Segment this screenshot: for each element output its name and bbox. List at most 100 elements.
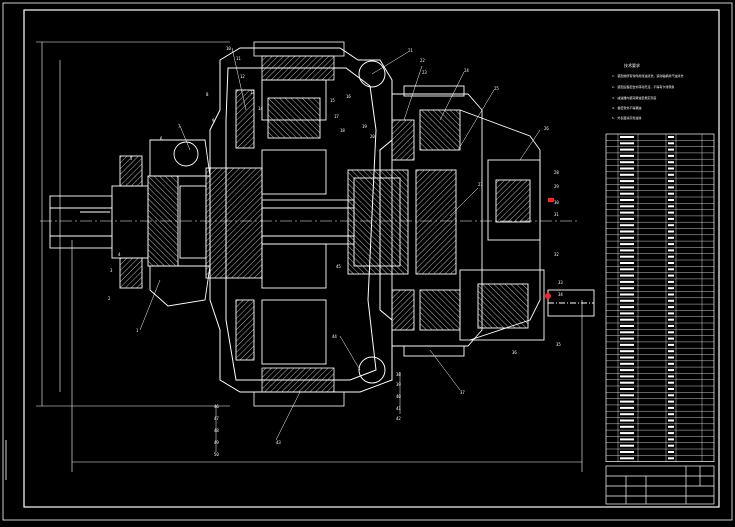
bom-cell-text	[668, 217, 674, 220]
part-label: 8	[206, 92, 209, 97]
bom-cell-text	[668, 230, 674, 233]
bom-cell-text	[668, 457, 674, 460]
bill-of-materials-table	[605, 133, 715, 462]
part-label: 16	[346, 94, 351, 99]
bom-cell-text	[668, 255, 674, 258]
bom-cell-text	[620, 217, 634, 220]
bom-cell-text	[620, 142, 634, 145]
notes-line-4: 4. 各密封处不得漏油	[612, 105, 641, 110]
bom-cell-text	[620, 268, 634, 271]
bom-cell-text	[620, 318, 634, 321]
bom-cell-text	[620, 211, 634, 214]
part-label: 35	[556, 342, 561, 347]
bom-cell-text	[620, 224, 634, 227]
bom-cell-text	[620, 425, 634, 428]
bom-cell-text	[620, 362, 634, 365]
leader-lines	[139, 47, 541, 452]
bom-cell-text	[620, 186, 634, 189]
bom-cell-text	[668, 192, 674, 195]
notes-line-1: 1. 装配前所有零件用煤油清洗，滚动轴承用汽油清洗	[612, 73, 683, 78]
seal-marker	[548, 198, 554, 202]
notes-line-5: 5. 外表面涂灰色油漆	[612, 115, 641, 120]
bom-cell-text	[620, 438, 634, 441]
part-label: 46	[214, 404, 219, 409]
part-label: 13	[250, 90, 255, 95]
part-label: 6	[160, 136, 163, 141]
part-label: 45	[336, 264, 341, 269]
part-label: 30	[554, 200, 559, 205]
bom-cell-text	[668, 142, 674, 145]
part-label: 15	[330, 98, 335, 103]
part-label: 41	[396, 406, 401, 411]
bom-cell-text	[620, 287, 634, 290]
bom-cell-text	[620, 243, 634, 246]
technical-notes: 技术要求 1. 装配前所有零件用煤油清洗，滚动轴承用汽油清洗 2. 装配后各配合…	[612, 62, 683, 120]
bom-cell-text	[620, 451, 634, 453]
bom-cell-text	[620, 262, 634, 264]
bom-cell-text	[620, 406, 634, 409]
bom-cell-text	[668, 148, 674, 151]
bom-cell-text	[668, 451, 674, 453]
bom-cell-text	[668, 419, 674, 422]
bom-cell-text	[620, 331, 634, 334]
bom-cell-text	[668, 262, 674, 264]
part-label: 24	[464, 68, 469, 73]
ring-gear	[253, 41, 345, 407]
bom-cell-text	[668, 186, 674, 189]
bom-cell-text	[668, 199, 674, 201]
bom-cell-text	[620, 249, 634, 252]
bom-cell-text	[620, 173, 634, 176]
bom-cell-text	[620, 148, 634, 151]
bom-cell-text	[620, 369, 634, 372]
bom-cell-text	[620, 388, 634, 390]
bom-cell-text	[620, 280, 634, 283]
bom-cell-text	[668, 211, 674, 214]
bom-cell-text	[668, 136, 674, 138]
part-label: 1	[136, 328, 139, 333]
part-label: 42	[396, 416, 401, 421]
part-label: 2	[108, 296, 111, 301]
bom-cell-text	[620, 413, 634, 416]
bom-cell-text	[668, 318, 674, 321]
part-label: 38	[396, 372, 401, 377]
bom-cell-text	[668, 293, 674, 296]
part-label: 50	[214, 452, 219, 457]
bom-cell-text	[668, 299, 674, 302]
part-label: 7	[178, 124, 181, 129]
bom-cell-text	[620, 350, 634, 353]
bom-cell-text	[620, 457, 634, 460]
part-label: 28	[554, 170, 559, 175]
part-label: 4	[118, 252, 121, 257]
bom-cell-text	[668, 425, 674, 428]
part-label: 25	[494, 86, 499, 91]
bom-cell-text	[620, 199, 634, 201]
bom-cell-text	[620, 274, 634, 277]
bom-cell-text	[668, 394, 674, 397]
bom-cell-text	[668, 375, 674, 378]
bom-cell-text	[620, 444, 634, 447]
bom-cell-text	[668, 369, 674, 372]
bom-cell-text	[668, 406, 674, 409]
output-cover	[459, 109, 595, 341]
part-label: 37	[460, 390, 465, 395]
bom-cell-text	[620, 419, 634, 422]
outer-border	[2, 2, 733, 521]
bom-cell-text	[668, 325, 674, 327]
bom-cell-text	[620, 161, 634, 164]
bom-cell-text	[668, 432, 674, 435]
part-label: 3	[110, 268, 113, 273]
bom-cell-text	[668, 413, 674, 416]
part-label: 47	[214, 416, 219, 421]
bom-cell-text	[668, 249, 674, 252]
bom-cell-text	[620, 400, 634, 403]
planet-gear-stage-2	[391, 85, 483, 357]
bom-cell-text	[620, 230, 634, 233]
bom-cell-text	[668, 287, 674, 290]
bom-cell-text	[620, 255, 634, 258]
bom-cell-text	[668, 444, 674, 447]
part-label: 40	[396, 394, 401, 399]
part-label: 26	[544, 126, 549, 131]
bom-cell-text	[620, 136, 634, 138]
